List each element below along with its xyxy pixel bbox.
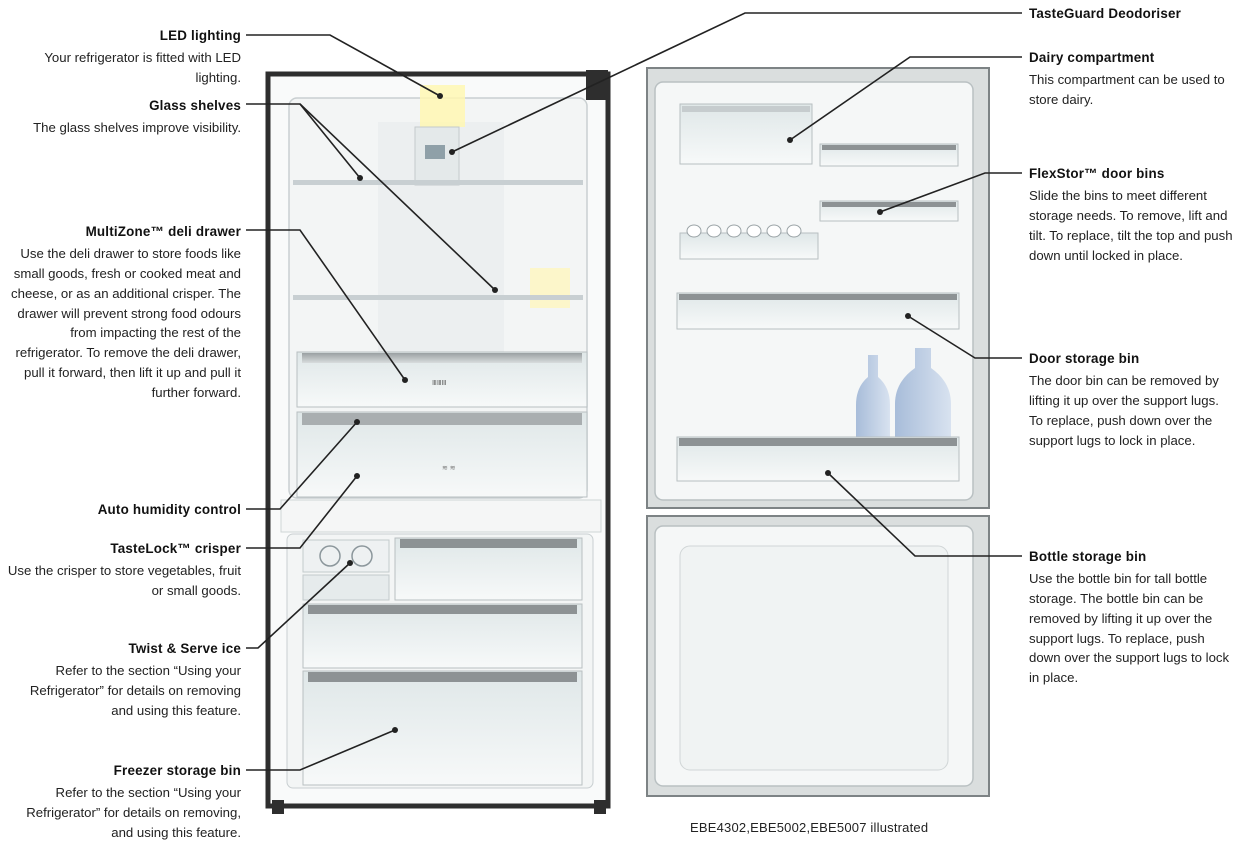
callout-title: Door storage bin xyxy=(1029,351,1140,366)
callout-title: Dairy compartment xyxy=(1029,50,1155,65)
model-caption: EBE4302,EBE5002,EBE5007 illustrated xyxy=(690,820,929,835)
callout-desc: Refer to the section “Using your Refrige… xyxy=(26,785,241,840)
callout-title: Glass shelves xyxy=(149,98,241,113)
callout-title: FlexStor™ door bins xyxy=(1029,166,1165,181)
leader-lines xyxy=(246,12,1022,771)
drawer-brand-label: ⅢⅢⅢ xyxy=(432,380,447,387)
fridge-doors xyxy=(646,67,990,797)
callout-freezer-storage-bin: Freezer storage bin Refer to the section… xyxy=(5,761,241,843)
leader-dots xyxy=(347,93,911,733)
callout-tasteguard-deodoriser: TasteGuard Deodoriser xyxy=(1029,4,1234,24)
callout-desc: Use the deli drawer to store foods like … xyxy=(11,246,241,400)
callout-title: LED lighting xyxy=(159,28,241,43)
callout-door-storage-bin: Door storage bin The door bin can be rem… xyxy=(1029,349,1234,450)
callout-title: Bottle storage bin xyxy=(1029,549,1147,564)
callout-title: Auto humidity control xyxy=(97,502,241,517)
callout-led-lighting: LED lighting Your refrigerator is fitted… xyxy=(5,26,241,88)
callout-multizone-deli-drawer: MultiZone™ deli drawer Use the deli draw… xyxy=(5,222,241,402)
callout-glass-shelves: Glass shelves The glass shelves improve … xyxy=(5,96,241,138)
callout-twist-serve-ice: Twist & Serve ice Refer to the section “… xyxy=(5,639,241,721)
fridge-cabinet: ≋ ≋ xyxy=(265,70,611,814)
svg-text:≋ ≋: ≋ ≋ xyxy=(442,465,456,472)
callout-bottle-storage-bin: Bottle storage bin Use the bottle bin fo… xyxy=(1029,547,1234,688)
callout-desc: The door bin can be removed by lifting i… xyxy=(1029,373,1219,448)
callout-desc: Refer to the section “Using your Refrige… xyxy=(29,663,241,718)
callout-flexstor-door-bins: FlexStor™ door bins Slide the bins to me… xyxy=(1029,164,1234,265)
callout-desc: Slide the bins to meet different storage… xyxy=(1029,188,1233,263)
callout-desc: Your refrigerator is fitted with LED lig… xyxy=(44,50,241,85)
callout-desc: The glass shelves improve visibility. xyxy=(33,120,241,136)
callout-title: Freezer storage bin xyxy=(113,763,241,778)
callout-title: TasteLock™ crisper xyxy=(110,541,241,556)
callout-title: TasteGuard Deodoriser xyxy=(1029,6,1182,21)
callout-desc: This compartment can be used to store da… xyxy=(1029,72,1225,107)
callout-tastelock-crisper: TasteLock™ crisper Use the crisper to st… xyxy=(5,539,241,601)
callout-title: MultiZone™ deli drawer xyxy=(85,224,241,239)
callout-desc: Use the crisper to store vegetables, fru… xyxy=(7,563,241,598)
callout-title: Twist & Serve ice xyxy=(128,641,241,656)
callout-dairy-compartment: Dairy compartment This compartment can b… xyxy=(1029,48,1234,110)
callout-desc: Use the bottle bin for tall bottle stora… xyxy=(1029,571,1230,686)
callout-auto-humidity: Auto humidity control xyxy=(5,500,241,520)
